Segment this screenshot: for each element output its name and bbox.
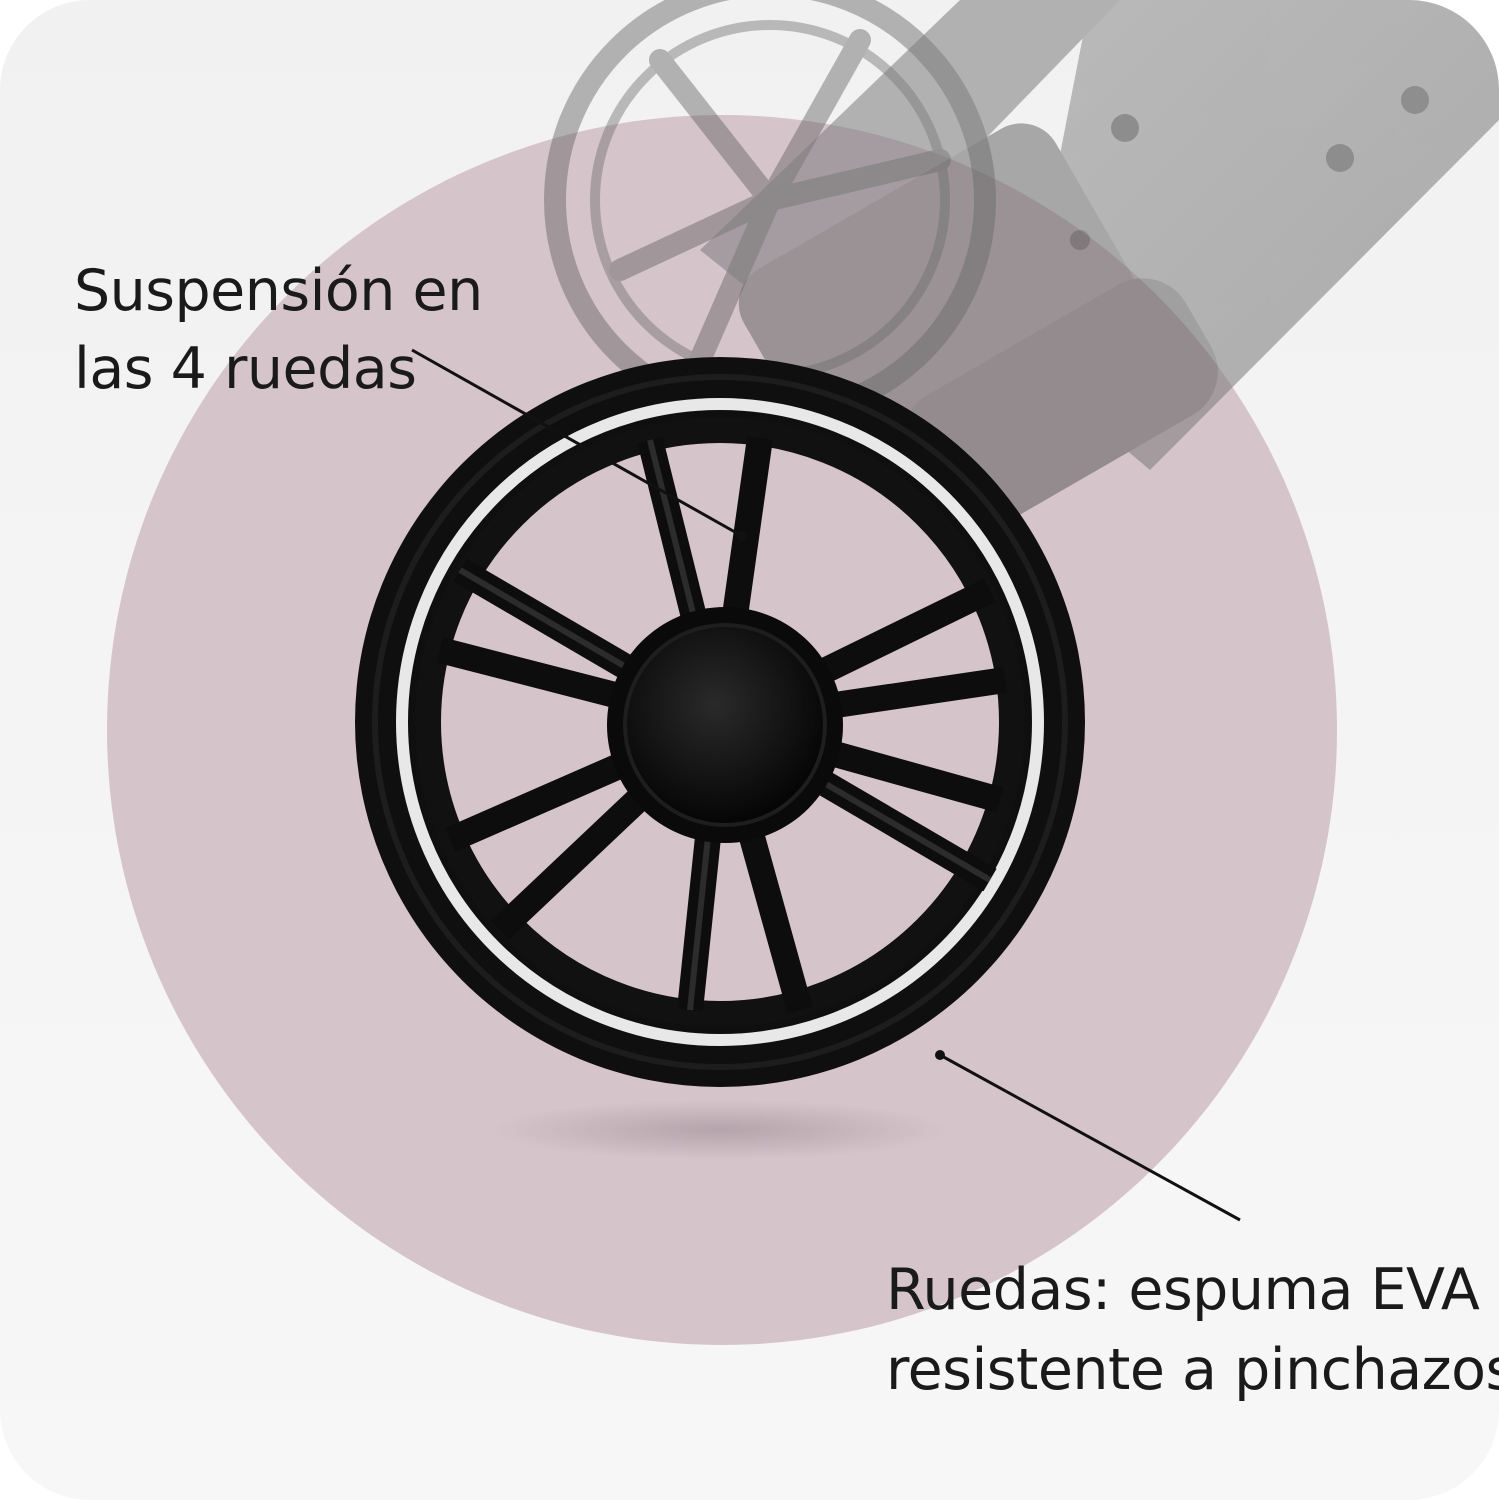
eva-pointer-dot <box>935 1050 945 1060</box>
eva-foam-caption-line2: resistente a pinchazos <box>886 1337 1499 1403</box>
suspension-pointer-line <box>411 348 743 538</box>
ground-shadow <box>490 1100 950 1160</box>
eva-foam-caption-line1: Ruedas: espuma EVA <box>886 1257 1480 1323</box>
suspension-pointer-dot <box>737 531 747 541</box>
eva-pointer-line <box>939 1053 1241 1222</box>
suspension-caption-line2: las 4 ruedas <box>74 336 417 402</box>
suspension-caption: Suspensión en las 4 ruedas <box>74 252 483 408</box>
front-wheel <box>355 357 1085 1087</box>
suspension-caption-line1: Suspensión en <box>74 258 483 324</box>
eva-foam-caption: Ruedas: espuma EVA resistente a pinchazo… <box>886 1250 1499 1410</box>
